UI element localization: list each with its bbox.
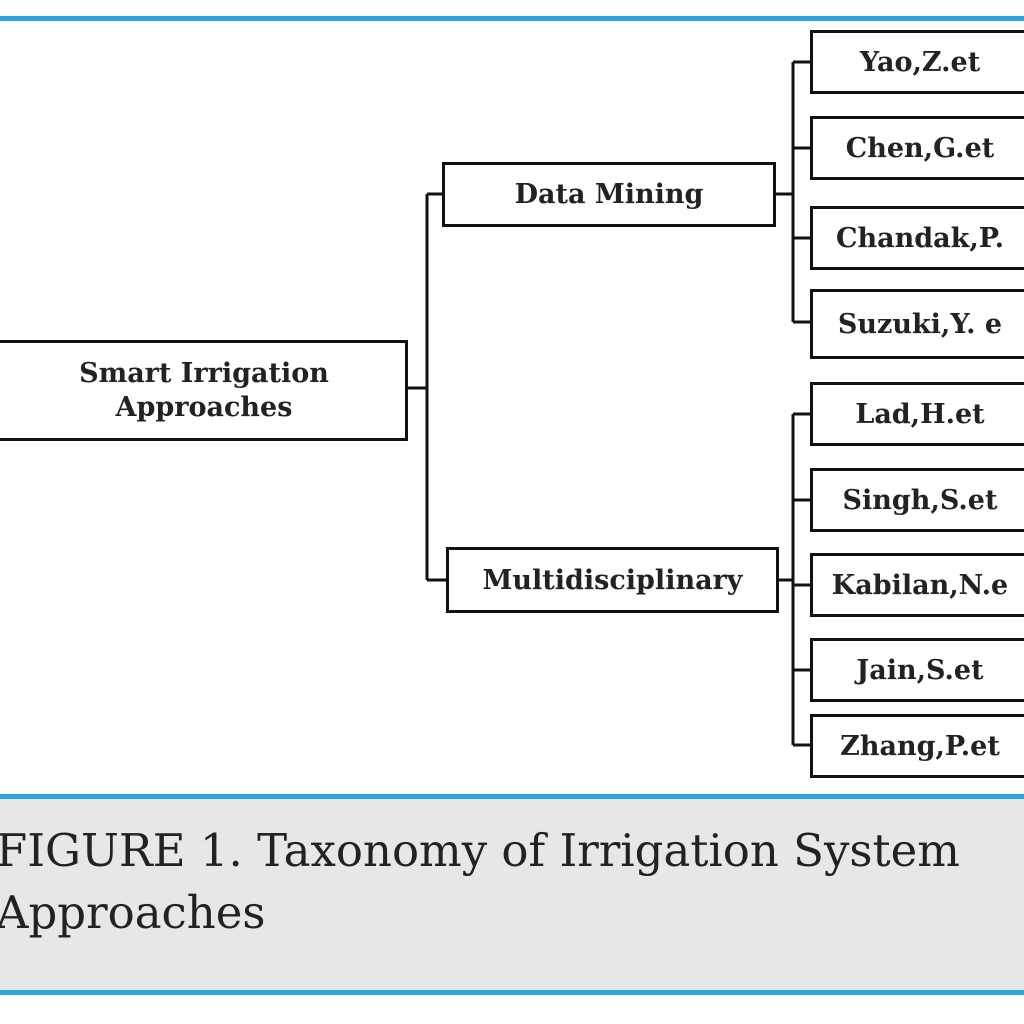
leaf-label: Kabilan,N.e (831, 569, 1009, 601)
root-label-line1: Smart Irrigation (79, 357, 329, 389)
caption-bottom-rule (0, 990, 1024, 995)
category-node-data-mining: Data Mining (442, 162, 776, 227)
leaf-node: Suzuki,Y. e (810, 289, 1024, 359)
leaf-label: Singh,S.et (842, 484, 998, 516)
caption-band (0, 799, 1024, 990)
leaf-label: Lad,H.et (855, 398, 985, 430)
caption-top-rule (0, 794, 1024, 799)
leaf-node: Jain,S.et (810, 638, 1024, 702)
category-label: Data Mining (514, 179, 704, 210)
leaf-node: Chen,G.et (810, 116, 1024, 180)
connector-root-trunk (406, 192, 447, 582)
leaf-label: Zhang,P.et (840, 730, 1000, 762)
leaf-label: Suzuki,Y. e (837, 308, 1003, 340)
caption-line-1: FIGURE 1. Taxonomy of Irrigation System (0, 824, 960, 877)
category-label: Multidisciplinary (482, 564, 743, 596)
root-node-label: Smart Irrigation Approaches (0, 343, 405, 438)
leaf-label: Jain,S.et (856, 654, 984, 686)
leaf-node: Kabilan,N.e (810, 553, 1024, 617)
category-node-multidisciplinary: Multidisciplinary (446, 547, 779, 613)
leaf-node: Zhang,P.et (810, 714, 1024, 778)
figure-caption: FIGURE 1. Taxonomy of Irrigation System … (0, 820, 1024, 944)
connector-data-mining (776, 60, 811, 324)
taxonomy-diagram: Smart Irrigation Approaches Data Mining … (0, 30, 1024, 778)
leaf-label: Yao,Z.et (859, 46, 981, 78)
root-node: Smart Irrigation Approaches (0, 340, 408, 441)
leaf-label: Chen,G.et (845, 132, 995, 164)
top-rule (0, 16, 1024, 21)
leaf-node: Chandak,P. (810, 206, 1024, 270)
connector-multidisciplinary (779, 412, 811, 747)
caption-line-2: Approaches (0, 886, 266, 939)
connector-lines (406, 60, 811, 747)
root-label-line2: Approaches (115, 391, 293, 423)
leaf-node: Lad,H.et (810, 382, 1024, 446)
leaf-label: Chandak,P. (836, 222, 1004, 254)
leaf-node: Yao,Z.et (810, 30, 1024, 94)
leaf-node: Singh,S.et (810, 468, 1024, 532)
